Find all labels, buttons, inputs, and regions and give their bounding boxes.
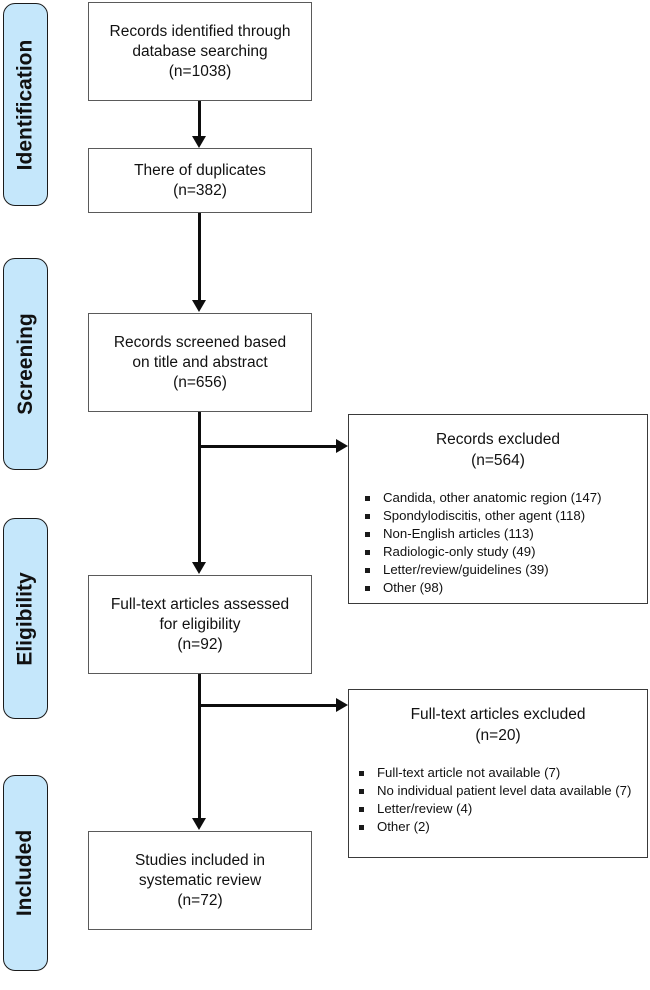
- stage-pill-included: Included: [3, 775, 48, 971]
- stage-label-identification: Identification: [13, 39, 37, 170]
- connector-identified-to-duplicates: [198, 101, 202, 137]
- connector-branch-records-excluded: [198, 445, 338, 449]
- exclusion-reason-list: Candida, other anatomic region (147) Spo…: [361, 489, 647, 597]
- arrow-right-icon: [336, 698, 348, 712]
- exclusion-title: Records excluded: [435, 431, 561, 448]
- bullet-square-icon: [365, 568, 370, 573]
- list-item: Candida, other anatomic region (147): [361, 489, 647, 507]
- bullet-square-icon: [365, 514, 370, 519]
- stage-label-included: Included: [13, 829, 37, 917]
- connector-fulltext-to-included: [198, 674, 202, 819]
- arrow-down-icon: [192, 562, 206, 574]
- list-item-label: Other (2): [377, 819, 430, 834]
- bullet-square-icon: [365, 550, 370, 555]
- list-item-label: Letter/review/guidelines (39): [383, 562, 549, 577]
- list-item-label: Spondylodiscitis, other agent (118): [383, 508, 586, 523]
- bullet-square-icon: [359, 789, 364, 794]
- flow-box-line: There of duplicates: [134, 161, 266, 179]
- flow-box-line: Studies included in: [134, 851, 266, 869]
- flow-box-records-identified: Records identified through database sear…: [88, 2, 312, 101]
- connector-duplicates-to-screened: [198, 213, 202, 301]
- bullet-square-icon: [365, 586, 370, 591]
- list-item-label: Letter/review (4): [377, 801, 473, 816]
- flow-box-records-screened: Records screened based on title and abst…: [88, 313, 312, 412]
- flow-box-line: Full-text articles assessed: [110, 595, 290, 613]
- connector-screened-to-fulltext: [198, 412, 202, 563]
- flow-box-full-text-assessed: Full-text articles assessed for eligibil…: [88, 575, 312, 674]
- stage-label-eligibility: Eligibility: [13, 571, 37, 666]
- flow-box-line: (n=1038): [168, 62, 232, 80]
- bullet-square-icon: [359, 807, 364, 812]
- exclusion-box-full-text-excluded: Full-text articles excluded (n=20) Full-…: [348, 689, 648, 858]
- bullet-square-icon: [359, 771, 364, 776]
- list-item: Letter/review (4): [355, 800, 647, 818]
- list-item-label: Non-English articles (113): [383, 526, 534, 541]
- stage-pill-screening: Screening: [3, 258, 48, 470]
- flow-box-line: for eligibility: [159, 615, 241, 633]
- exclusion-count: (n=20): [475, 727, 521, 744]
- bullet-square-icon: [365, 532, 370, 537]
- bullet-square-icon: [359, 825, 364, 830]
- list-item: Radiologic-only study (49): [361, 543, 647, 561]
- flow-box-duplicates: There of duplicates (n=382): [88, 148, 312, 213]
- list-item: Other (2): [355, 818, 647, 836]
- flow-box-line: Records screened based: [113, 333, 287, 351]
- list-item-label: No individual patient level data availab…: [377, 783, 632, 798]
- list-item: Other (98): [361, 579, 647, 597]
- list-item-label: Radiologic-only study (49): [383, 544, 536, 559]
- arrow-down-icon: [192, 818, 206, 830]
- exclusion-box-records-excluded: Records excluded (n=564) Candida, other …: [348, 414, 648, 604]
- flow-box-line: (n=72): [177, 891, 223, 909]
- list-item: No individual patient level data availab…: [355, 782, 647, 800]
- list-item-label: Other (98): [383, 580, 444, 595]
- flow-box-line: systematic review: [138, 871, 262, 889]
- flow-box-line: database searching: [132, 42, 268, 60]
- bullet-square-icon: [365, 496, 370, 501]
- flow-box-line: (n=92): [177, 635, 223, 653]
- arrow-down-icon: [192, 300, 206, 312]
- list-item: Non-English articles (113): [361, 525, 647, 543]
- flow-box-line: (n=382): [173, 181, 227, 199]
- connector-branch-fulltext-excluded: [198, 704, 338, 708]
- list-item: Letter/review/guidelines (39): [361, 561, 647, 579]
- list-item: Full-text article not available (7): [355, 764, 647, 782]
- list-item-label: Full-text article not available (7): [377, 765, 561, 780]
- exclusion-title: Full-text articles excluded: [410, 706, 586, 723]
- list-item-label: Candida, other anatomic region (147): [383, 490, 602, 505]
- flow-box-line: Records identified through: [109, 22, 291, 40]
- flow-box-line: (n=656): [173, 373, 227, 391]
- stage-pill-eligibility: Eligibility: [3, 518, 48, 719]
- flow-box-studies-included: Studies included in systematic review (n…: [88, 831, 312, 930]
- exclusion-reason-list: Full-text article not available (7) No i…: [355, 764, 647, 836]
- exclusion-count: (n=564): [471, 452, 525, 469]
- list-item: Spondylodiscitis, other agent (118): [361, 507, 647, 525]
- stage-label-screening: Screening: [13, 313, 37, 415]
- arrow-down-icon: [192, 136, 206, 148]
- flow-box-line: on title and abstract: [132, 353, 268, 371]
- arrow-right-icon: [336, 439, 348, 453]
- stage-pill-identification: Identification: [3, 3, 48, 206]
